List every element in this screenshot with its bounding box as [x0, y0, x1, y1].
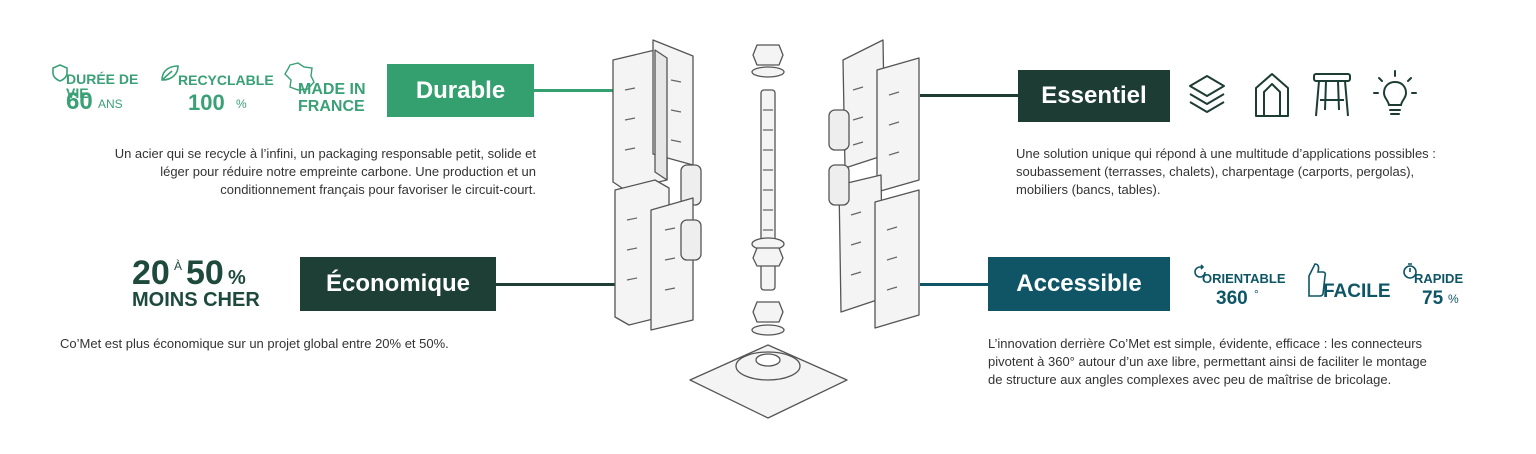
lifetime-value: 60 [66, 88, 93, 115]
facile-badge: FACILE [1305, 262, 1395, 312]
durable-description: Un acier qui se recycle à l’infini, un p… [115, 145, 536, 199]
economique-label: Économique [300, 257, 496, 311]
layers-icon [1189, 75, 1225, 113]
made-in-france-badge: MADE IN FRANCE [282, 62, 377, 116]
price-to: 50 [186, 254, 224, 292]
rapide-label: RAPIDE [1414, 271, 1464, 286]
recyclable-unit: % [236, 97, 247, 111]
orientable-label: ORIENTABLE [1202, 271, 1286, 286]
orientable-value: 360 [1216, 288, 1248, 309]
price-line2: MOINS CHER [132, 289, 260, 311]
accessible-text-line: L’innovation derrière Co’Met est simple,… [988, 336, 1423, 351]
leaf-icon [161, 65, 179, 81]
shield-leaf-icon [52, 64, 68, 82]
lifetime-label: DURÉE DE VIE [66, 71, 139, 101]
top-nut [752, 44, 784, 66]
price-badge: 20 à 50 % MOINS CHER [132, 256, 282, 314]
essentiel-text-line: Une solution unique qui répond à une mul… [1016, 146, 1436, 161]
accessible-description: L’innovation derrière Co’Met est simple,… [988, 335, 1427, 389]
rotate-icon [1194, 264, 1206, 278]
france-map-icon [284, 62, 315, 91]
essentiel-text-line: soubassement (terrasses, chalets), charp… [1016, 164, 1415, 179]
accessible-connector [920, 283, 988, 286]
made-in-label: MADE IN [298, 81, 366, 98]
product-illustration [612, 39, 920, 419]
price-unit: % [228, 267, 246, 289]
recyclable-badge: RECYCLABLE 100 % [160, 64, 275, 114]
essentiel-connector [920, 94, 1018, 97]
orientable-unit: ° [1254, 287, 1259, 301]
durable-text-line: léger pour réduire notre empreinte carbo… [160, 164, 536, 179]
durable-text-line: Un acier qui se recycle à l’infini, un p… [114, 146, 536, 161]
recyclable-label: RECYCLABLE [178, 72, 274, 88]
economique-description: Co’Met est plus économique sur un projet… [60, 336, 449, 351]
essentiel-description: Une solution unique qui répond à une mul… [1016, 145, 1436, 199]
france-label: FRANCE [298, 98, 365, 115]
lightbulb-icon [1373, 70, 1417, 115]
lifetime-unit: ANS [98, 97, 123, 111]
recyclable-value: 100 [188, 90, 225, 115]
essentiel-text-line: mobiliers (bancs, tables). [1016, 182, 1161, 197]
durable-text-line: conditionnement français pour favoriser … [220, 182, 536, 197]
durable-label: Durable [387, 64, 534, 117]
lifetime-badge: DURÉE DE VIE 60 ANS [52, 64, 162, 114]
essentiel-label: Essentiel [1018, 70, 1170, 122]
greenhouse-icon [1255, 73, 1289, 117]
accessible-text-line: de structure aux angles complexes avec p… [988, 372, 1392, 387]
rapide-unit: % [1448, 292, 1459, 306]
stool-icon [1313, 73, 1351, 117]
price-to-word: à [174, 259, 183, 273]
durable-connector [534, 89, 616, 92]
stopwatch-icon [1403, 263, 1417, 279]
thumbs-up-icon [1308, 263, 1327, 297]
base-plate [689, 344, 848, 419]
rapide-badge: RAPIDE 75 % [1402, 262, 1477, 312]
economique-connector [496, 283, 616, 286]
rapide-value: 75 [1422, 288, 1444, 309]
orientable-badge: ORIENTABLE 360 ° [1192, 262, 1297, 312]
facile-label: FACILE [1323, 281, 1391, 302]
accessible-label: Accessible [988, 257, 1170, 311]
price-from: 20 [132, 254, 170, 292]
accessible-text-line: pivotent à 360° autour d’un axe libre, p… [988, 354, 1427, 369]
